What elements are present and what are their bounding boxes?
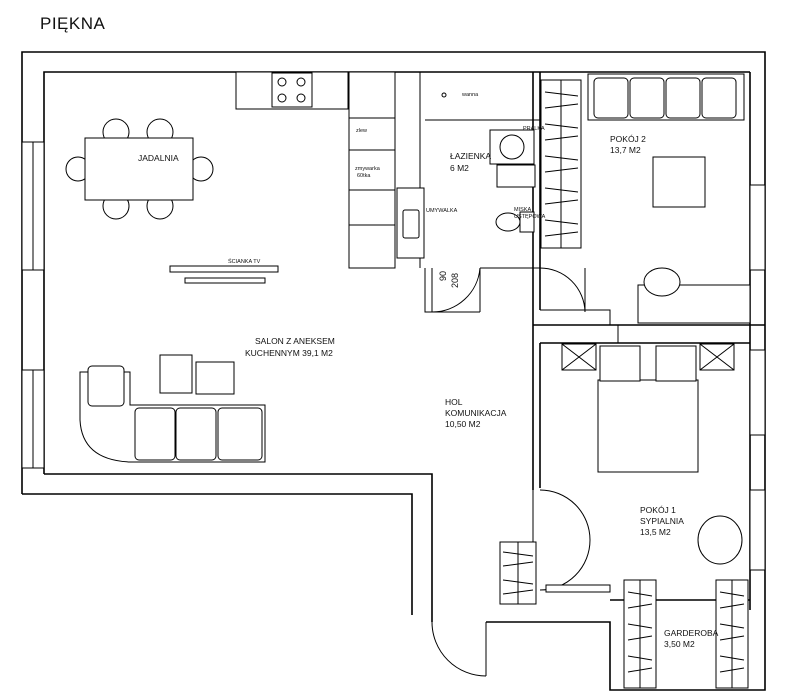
plan-title: PIĘKNA	[40, 14, 106, 33]
dressing-room	[623, 579, 749, 689]
label-zlew: zlew	[356, 128, 367, 134]
label-salon-area: KUCHENNYM 39,1 M2	[245, 348, 333, 358]
label-hol-name2: KOMUNIKACJA	[445, 408, 507, 418]
label-scianka-tv: ŚCIANKA TV	[228, 257, 261, 265]
wardrobe-room2	[540, 79, 582, 249]
dining-set	[65, 118, 214, 220]
label-hol-name: HOL	[445, 397, 463, 407]
label-jadalnia: JADALNIA	[138, 153, 179, 163]
label-zmywarka-1: zmywarka	[355, 166, 381, 172]
hall-wardrobe	[499, 541, 537, 605]
label-wanna: wanna	[461, 92, 479, 98]
label-pokoj2-area: 13,7 M2	[610, 145, 641, 155]
label-salon-name: SALON Z ANEKSEM	[255, 336, 335, 346]
label-door-w: 90	[438, 271, 448, 281]
bathroom	[441, 92, 536, 233]
label-garderoba-name: GARDEROBA	[664, 628, 719, 638]
windows	[21, 141, 766, 571]
label-pralka: PRALKA	[523, 126, 545, 132]
bedroom-furniture	[561, 343, 743, 565]
label-pokoj1-sub: SYPIALNIA	[640, 516, 684, 526]
labels: JADALNIA ŚCIANKA TV SALON Z ANEKSEM KUCH…	[138, 92, 719, 649]
label-pokoj2-name: POKÓJ 2	[610, 134, 646, 144]
label-umywalka: UMYWALKA	[426, 208, 458, 214]
label-pokoj1-name: POKÓJ 1	[640, 505, 676, 515]
label-hol-area: 10,50 M2	[445, 419, 481, 429]
label-lazienka-name: ŁAZIENKA	[450, 151, 491, 161]
label-garderoba-area: 3,50 M2	[664, 639, 695, 649]
label-zmywarka-2: 60tka	[357, 173, 371, 179]
room2-furniture	[587, 73, 751, 324]
label-lazienka-area: 6 M2	[450, 163, 469, 173]
living-room-sofa	[79, 354, 266, 463]
label-miska-1: MISKA	[514, 207, 531, 213]
label-door-h: 208	[450, 273, 460, 288]
doors	[431, 267, 611, 677]
label-miska-2: USTĘPOWA	[514, 214, 546, 220]
label-pokoj1-area: 13,5 M2	[640, 527, 671, 537]
tv-wall	[169, 265, 279, 284]
kitchen	[235, 71, 425, 269]
